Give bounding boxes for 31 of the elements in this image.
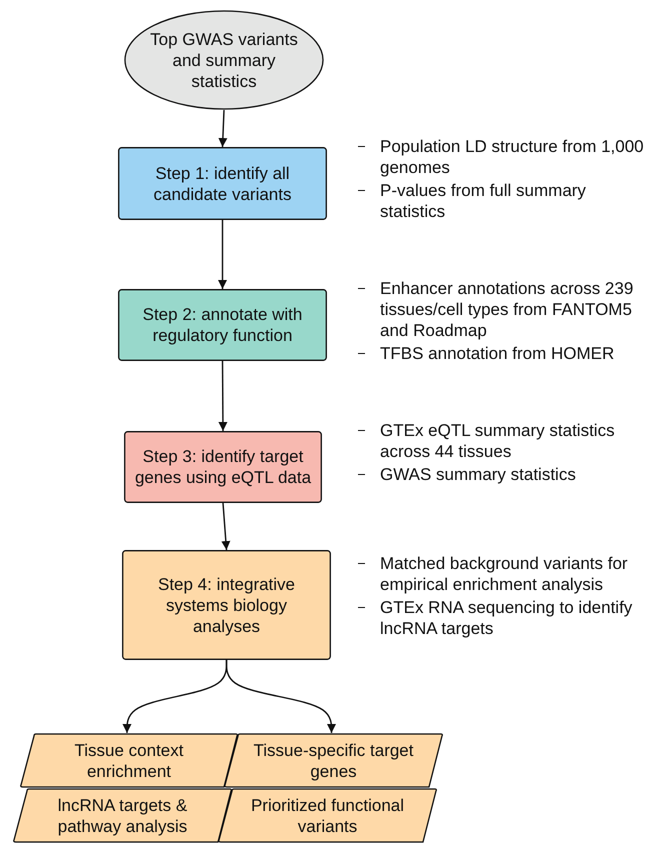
note-text: Population LD structure from 1,000 genomes bbox=[380, 136, 645, 178]
node-label: Prioritized functional variants bbox=[250, 794, 406, 836]
note-text: GTEx RNA sequencing to identify lncRNA targets bbox=[380, 597, 634, 639]
arrow bbox=[218, 361, 228, 431]
node-label: Step 1: identify all candidate variants bbox=[152, 162, 292, 204]
arrow bbox=[226, 660, 336, 733]
note-text: GWAS summary statistics bbox=[380, 464, 577, 485]
node-label: Step 3: identify target genes using eQTL data bbox=[134, 446, 312, 488]
note-text: GTEx eQTL summary statistics across 44 tissues bbox=[380, 420, 616, 462]
output-parallelogram bbox=[218, 788, 437, 843]
node-label: lncRNA targets & pathway analysis bbox=[56, 794, 188, 836]
output-parallelogram bbox=[20, 733, 238, 788]
arrow bbox=[221, 502, 230, 550]
note-text: Matched background variants for empirical enrichment analysis bbox=[380, 553, 629, 595]
node-label: Top GWAS variants and summary statistics bbox=[149, 28, 299, 92]
process-box bbox=[124, 431, 322, 503]
output-parallelogram bbox=[13, 788, 232, 843]
process-box bbox=[118, 289, 327, 361]
process-box bbox=[122, 550, 331, 660]
output-parallelogram bbox=[224, 733, 443, 788]
arrow bbox=[218, 220, 227, 289]
process-box bbox=[118, 147, 327, 220]
arrow bbox=[218, 110, 228, 148]
note-text: P-values from full summary statistics bbox=[380, 180, 587, 222]
note-text: Enhancer annotations across 239 tissues/cell types from FANTOM5 and Roadmap bbox=[380, 278, 634, 341]
note-text: TFBS annotation from HOMER bbox=[380, 343, 616, 364]
node-label: Step 2: annotate with regulatory function bbox=[142, 304, 304, 346]
node-label: Tissue-specific target genes bbox=[252, 740, 414, 782]
start-ellipse bbox=[124, 10, 324, 110]
node-label: Step 4: integrative systems biology analyses bbox=[156, 574, 296, 636]
node-label: Tissue context enrichment bbox=[74, 740, 184, 782]
